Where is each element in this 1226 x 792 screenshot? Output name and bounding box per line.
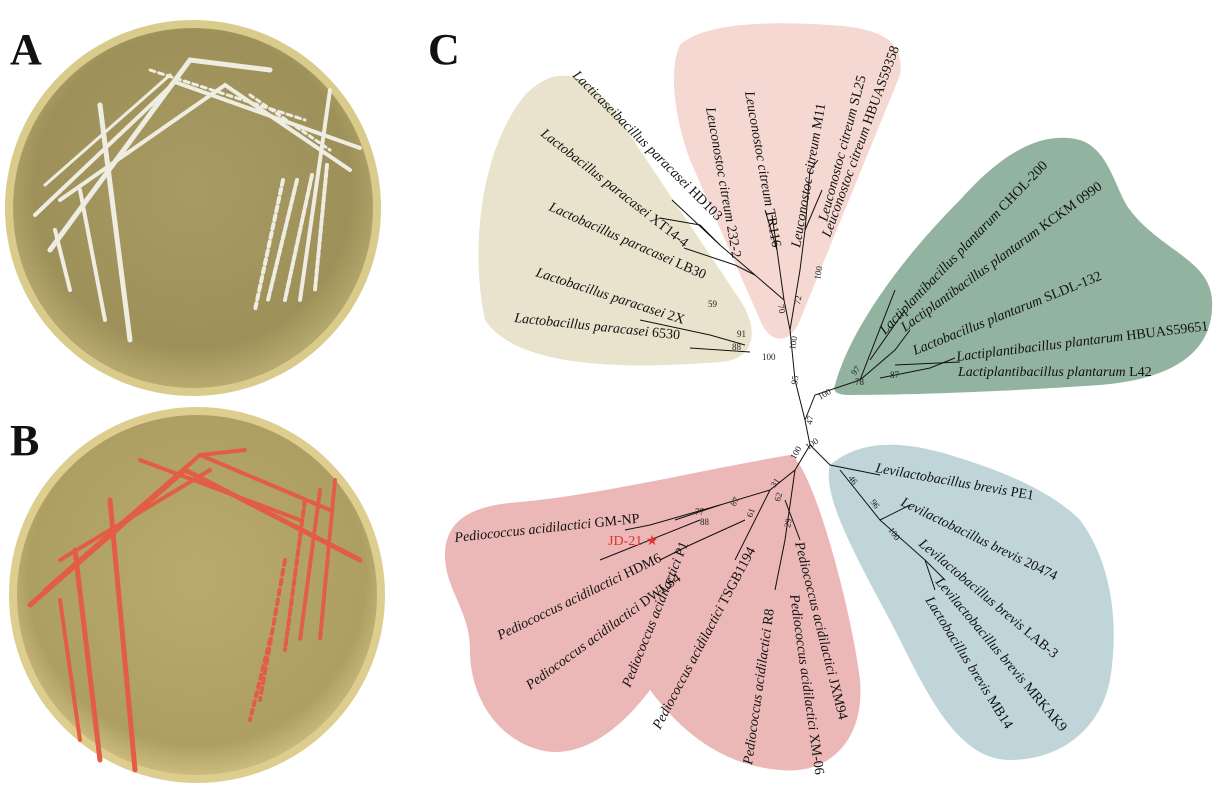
panel-label-a: A xyxy=(10,25,42,74)
tree-branches xyxy=(599,159,961,591)
bootstrap-value: 100 xyxy=(812,265,824,281)
clade-bg-lactiplantibacillus xyxy=(834,137,1213,395)
bootstrap-value: 87 xyxy=(890,370,900,380)
leaf-label: Lactiplantibacillus plantarum L42 xyxy=(957,365,1152,380)
plate-b xyxy=(9,407,385,783)
bootstrap-value: 88 xyxy=(732,342,742,352)
bootstrap-value: 88 xyxy=(700,517,710,527)
plate-b-streaks xyxy=(27,448,363,773)
plate-a-streaks xyxy=(33,57,362,343)
bootstrap-value: 70 xyxy=(776,304,787,315)
bootstrap-value: 100 xyxy=(816,386,833,402)
clade-bg-levilactobacillus xyxy=(828,444,1114,760)
clade-bg-pediococcus xyxy=(445,455,861,771)
bootstrap-value: 78 xyxy=(855,377,865,387)
bootstrap-value: 100 xyxy=(803,435,820,451)
plate-a-agar xyxy=(13,28,373,388)
bootstrap-value: 72 xyxy=(792,295,803,306)
plate-b-agar xyxy=(17,415,377,775)
clade-bg-lacticaseibacillus xyxy=(478,75,752,366)
plate-a xyxy=(5,20,381,396)
bootstrap-value: 61 xyxy=(744,507,756,519)
clade-bg-leuconostoc xyxy=(673,23,901,339)
bootstrap-value: 29 xyxy=(782,517,794,528)
clade-backgrounds xyxy=(445,23,1213,771)
panel-label-c: C xyxy=(428,25,460,74)
panel-label-b: B xyxy=(10,416,40,465)
bootstrap-value: 59 xyxy=(708,299,718,309)
bootstrap-value: 91 xyxy=(737,329,746,339)
bootstrap-value: 100 xyxy=(787,335,799,351)
bootstrap-value: 95 xyxy=(789,374,800,385)
leaf-label-highlighted: JD-21 ★ xyxy=(608,534,658,549)
bootstrap-value: 62 xyxy=(772,491,784,502)
bootstrap-value: 47 xyxy=(804,414,815,425)
bootstrap-value: 77 xyxy=(695,507,705,517)
bootstrap-value: 100 xyxy=(762,352,776,362)
